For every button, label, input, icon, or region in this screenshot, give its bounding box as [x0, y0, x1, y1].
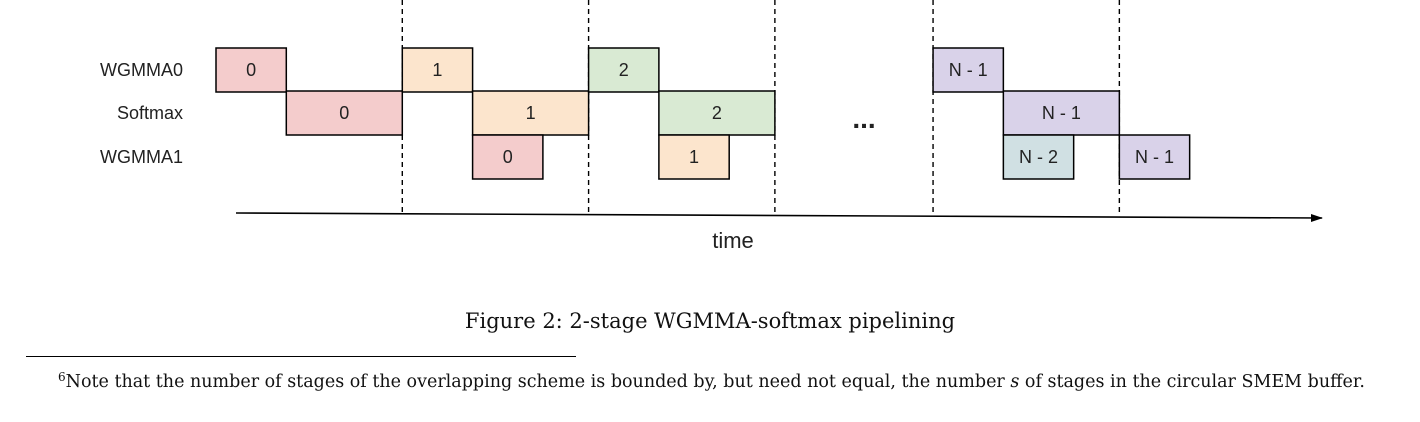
- pipeline-block: N - 1: [1118, 134, 1191, 180]
- row-label-wgmma1: WGMMA1: [100, 147, 183, 167]
- pipeline-block: 1: [658, 134, 730, 180]
- footnote-text-before: Note that the number of stages of the ov…: [65, 372, 1011, 392]
- pipeline-block-rect: [1002, 90, 1121, 136]
- pipeline-block-label: 0: [339, 103, 349, 123]
- pipeline-block-label: 0: [503, 147, 513, 167]
- pipeline-block-label: N - 1: [1042, 103, 1081, 123]
- pipeline-block-label: 2: [712, 103, 722, 123]
- pipeline-block: 2: [587, 47, 660, 93]
- pipeline-block-rect: [1002, 134, 1075, 180]
- pipeline-block-label: 1: [432, 60, 442, 80]
- pipeline-block-label: 1: [526, 103, 536, 123]
- pipeline-block-label: 1: [689, 147, 699, 167]
- footnote-variable: s: [1010, 372, 1020, 392]
- row-label-wgmma0: WGMMA0: [100, 60, 183, 80]
- pipeline-block: 0: [471, 134, 544, 180]
- pipeline-block: N - 1: [932, 47, 1005, 93]
- pipeline-block-rect: [658, 134, 730, 180]
- pipeline-block-label: 0: [246, 60, 256, 80]
- pipeline-block-rect: [471, 134, 544, 180]
- pipeline-block-label: N - 1: [1135, 147, 1174, 167]
- pipeline-block: N - 2: [1002, 134, 1075, 180]
- pipeline-block: 0: [215, 47, 288, 93]
- time-axis: [235, 212, 1323, 222]
- footnote-marker: 6: [58, 370, 66, 384]
- pipeline-blocks: 0 0 1 1 0 2 2 1 N - 1 N - 1 N - 2 N - 1: [215, 47, 1191, 180]
- pipeline-block-label: N - 1: [949, 60, 988, 80]
- pipeline-block: 0: [285, 90, 404, 136]
- pipeline-block-rect: [587, 47, 660, 93]
- pipeline-block-label: 2: [619, 60, 629, 80]
- pipeline-block-rect: [471, 90, 590, 136]
- figure-caption: Figure 2: 2-stage WGMMA-softmax pipelini…: [464, 309, 956, 333]
- row-label-softmax: Softmax: [117, 103, 183, 123]
- time-axis-label: time: [712, 228, 754, 253]
- pipeline-block-rect: [1118, 134, 1191, 180]
- footnote-text-after: of stages in the circular SMEM buffer.: [1019, 372, 1365, 392]
- footnote: 6Note that the number of stages of the o…: [26, 365, 1404, 394]
- pipeline-block: 2: [658, 90, 776, 136]
- row-labels: WGMMA0 Softmax WGMMA1: [100, 60, 183, 167]
- pipeline-block-label: N - 2: [1019, 147, 1058, 167]
- ellipsis: ...: [852, 103, 875, 134]
- pipeline-block-rect: [401, 47, 474, 93]
- pipeline-block-rect: [215, 47, 288, 93]
- footnote-rule: [26, 356, 576, 357]
- pipeline-block: 1: [471, 90, 590, 136]
- pipeline-block-rect: [932, 47, 1005, 93]
- pipeline-block-rect: [285, 90, 404, 136]
- pipeline-diagram: WGMMA0 Softmax WGMMA1 0 0 1 1 0 2 2 1 N - 1 N - 1…: [100, 0, 1323, 253]
- pipeline-block: N - 1: [1002, 90, 1121, 136]
- pipeline-block: 1: [401, 47, 474, 93]
